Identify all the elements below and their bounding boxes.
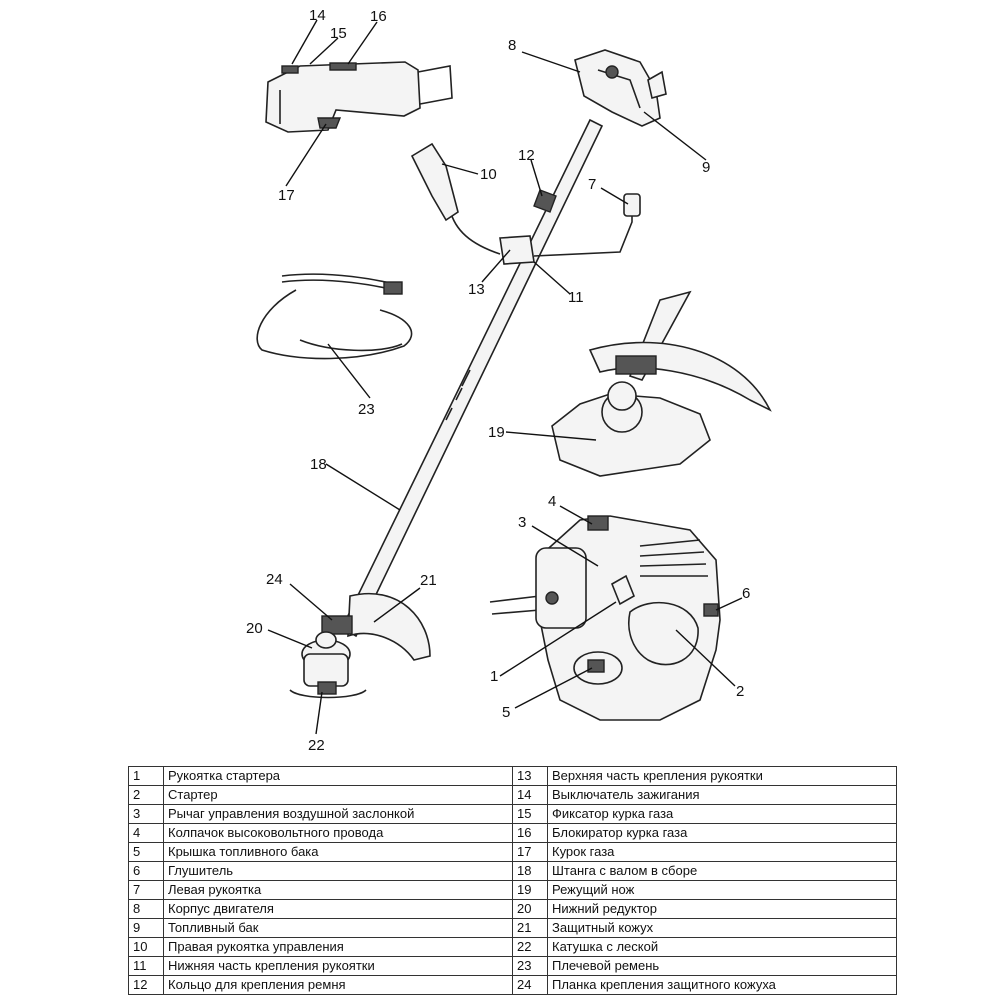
callout-20: 20 (246, 620, 263, 637)
legend-number: 2 (128, 785, 164, 805)
callout-9: 9 (702, 159, 710, 176)
legend-number: 17 (512, 842, 548, 862)
legend-number: 15 (512, 804, 548, 824)
callout-4: 4 (548, 493, 556, 510)
callout-16: 16 (370, 8, 387, 25)
legend-number: 22 (512, 937, 548, 957)
shaft-drawing (340, 118, 641, 638)
legend-part-name: Правая рукоятка управления (163, 937, 513, 957)
legend-number: 10 (128, 937, 164, 957)
legend-number: 3 (128, 804, 164, 824)
callout-22: 22 (308, 737, 325, 754)
engine-top-drawing (574, 49, 667, 127)
callout-3: 3 (518, 514, 526, 531)
throttle-handle-drawing (265, 61, 453, 133)
legend-number: 16 (512, 823, 548, 843)
legend-part-name: Рычаг управления воздушной заслонкой (163, 804, 513, 824)
callout-21: 21 (420, 572, 437, 589)
legend-part-name: Стартер (163, 785, 513, 805)
callout-12: 12 (518, 147, 535, 164)
legend-part-name: Крышка топливного бака (163, 842, 513, 862)
legend-part-name: Глушитель (163, 861, 513, 881)
callout-2: 2 (736, 683, 744, 700)
callout-24: 24 (266, 571, 283, 588)
legend-number: 5 (128, 842, 164, 862)
blade-drawing (551, 290, 772, 477)
legend-number: 7 (128, 880, 164, 900)
legend-part-name: Нижняя часть крепления рукоятки (163, 956, 513, 976)
callout-1: 1 (490, 668, 498, 685)
legend-number: 9 (128, 918, 164, 938)
trimmer-diagram: 14 15 16 17 8 9 10 12 7 13 11 23 18 19 4… (246, 7, 772, 754)
legend-number: 13 (512, 766, 548, 786)
callout-6: 6 (742, 585, 750, 602)
legend-part-name: Блокиратор курка газа (547, 823, 897, 843)
callout-18: 18 (310, 456, 327, 473)
callout-5: 5 (502, 704, 510, 721)
callout-19: 19 (488, 424, 505, 441)
legend-part-name: Топливный бак (163, 918, 513, 938)
legend-part-name: Нижний редуктор (547, 899, 897, 919)
callout-15: 15 (330, 25, 347, 42)
legend-number: 20 (512, 899, 548, 919)
legend-part-name: Выключатель зажигания (547, 785, 897, 805)
legend-part-name: Рукоятка стартера (163, 766, 513, 786)
callout-7: 7 (588, 176, 596, 193)
trimmer-head-drawing (289, 592, 431, 699)
shoulder-strap-drawing (256, 273, 413, 360)
legend-number: 11 (128, 956, 164, 976)
legend-number: 23 (512, 956, 548, 976)
legend-number: 12 (128, 975, 164, 995)
callout-23: 23 (358, 401, 375, 418)
legend-part-name: Корпус двигателя (163, 899, 513, 919)
legend-number: 4 (128, 823, 164, 843)
legend-number: 14 (512, 785, 548, 805)
callout-13: 13 (468, 281, 485, 298)
legend-part-name: Режущий нож (547, 880, 897, 900)
legend-number: 18 (512, 861, 548, 881)
legend-part-name: Курок газа (547, 842, 897, 862)
legend-part-name: Планка крепления защитного кожуха (547, 975, 897, 995)
legend-number: 1 (128, 766, 164, 786)
legend-part-name: Кольцо для крепления ремня (163, 975, 513, 995)
engine-detail-drawing (489, 515, 721, 721)
legend-part-name: Защитный кожух (547, 918, 897, 938)
callout-10: 10 (480, 166, 497, 183)
legend-number: 24 (512, 975, 548, 995)
legend-part-name: Фиксатор курка газа (547, 804, 897, 824)
leader-lines (267, 19, 743, 735)
callout-11: 11 (568, 289, 584, 306)
legend-part-name: Штанга с валом в сборе (547, 861, 897, 881)
legend-number: 19 (512, 880, 548, 900)
callout-14: 14 (309, 7, 326, 24)
legend-part-name: Плечевой ремень (547, 956, 897, 976)
legend-part-name: Левая рукоятка (163, 880, 513, 900)
callout-17: 17 (278, 187, 295, 204)
callout-8: 8 (508, 37, 516, 54)
legend-number: 6 (128, 861, 164, 881)
legend-part-name: Верхняя часть крепления рукоятки (547, 766, 897, 786)
legend-part-name: Колпачок высоковольтного провода (163, 823, 513, 843)
legend-number: 8 (128, 899, 164, 919)
legend-number: 21 (512, 918, 548, 938)
legend-part-name: Катушка с леской (547, 937, 897, 957)
